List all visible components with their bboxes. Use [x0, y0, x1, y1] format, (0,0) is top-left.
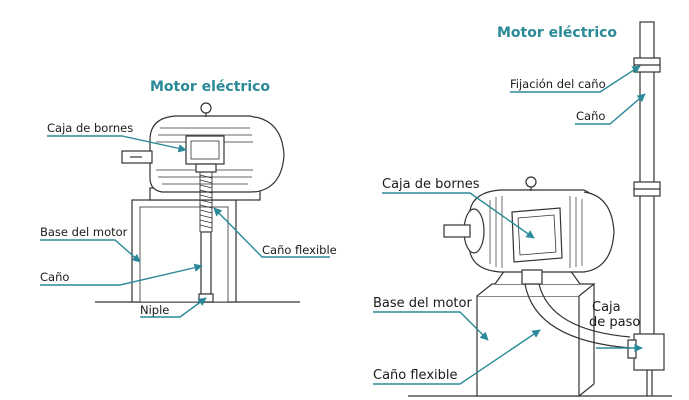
left-title: Motor eléctrico [150, 79, 271, 95]
right-label-base-del-motor: Base del motor [373, 296, 472, 311]
right-leader-cano-flexible [373, 329, 541, 385]
left-rigid-pipe [200, 231, 212, 295]
right-label-caja-de-paso-line1: Caja [592, 300, 621, 315]
right-motor-endbell [583, 191, 615, 273]
right-flexible-conduit [524, 283, 631, 349]
left-leader-caja-de-bornes [47, 135, 187, 153]
right-leader-base-del-motor [373, 311, 489, 341]
right-leader-cano [575, 93, 646, 125]
left-leader-cano [40, 263, 203, 286]
right-title: Motor eléctrico [497, 25, 618, 41]
left-leader-base-del-motor [40, 239, 141, 263]
left-diagram [95, 102, 300, 303]
right-eye-bolt [525, 176, 537, 188]
right-label-fijacion-del-cano: Fijación del caño [510, 77, 606, 91]
left-label-base-del-motor: Base del motor [40, 225, 128, 239]
right-label-caja-de-paso-line2: de paso [589, 315, 641, 330]
right-junction-box [633, 333, 665, 371]
right-label-cano: Caño [576, 109, 606, 123]
left-leader-cano-flexible [213, 207, 330, 258]
left-flexible-conduit [199, 172, 213, 232]
right-motor-base [476, 295, 580, 397]
right-pipe-clamp-2 [633, 181, 661, 197]
right-label-caja-de-bornes: Caja de bornes [382, 177, 480, 192]
left-label-cano: Caño [40, 270, 70, 284]
left-motor-endbell [254, 116, 285, 193]
right-diagram [408, 21, 672, 397]
right-leader-caja-de-bornes [382, 192, 535, 239]
right-label-cano-flexible: Caño flexible [373, 368, 458, 383]
left-label-niple: Niple [140, 303, 170, 317]
left-label-caja-de-bornes: Caja de bornes [47, 121, 134, 135]
right-pipe-clamp-1 [633, 57, 661, 73]
left-label-cano-flexible: Caño flexible [262, 243, 337, 257]
right-motor-shaft [443, 224, 471, 238]
left-leader-niple [140, 297, 207, 318]
right-leader-fijacion-del-cano [510, 65, 641, 93]
left-eye-bolt [200, 102, 212, 114]
